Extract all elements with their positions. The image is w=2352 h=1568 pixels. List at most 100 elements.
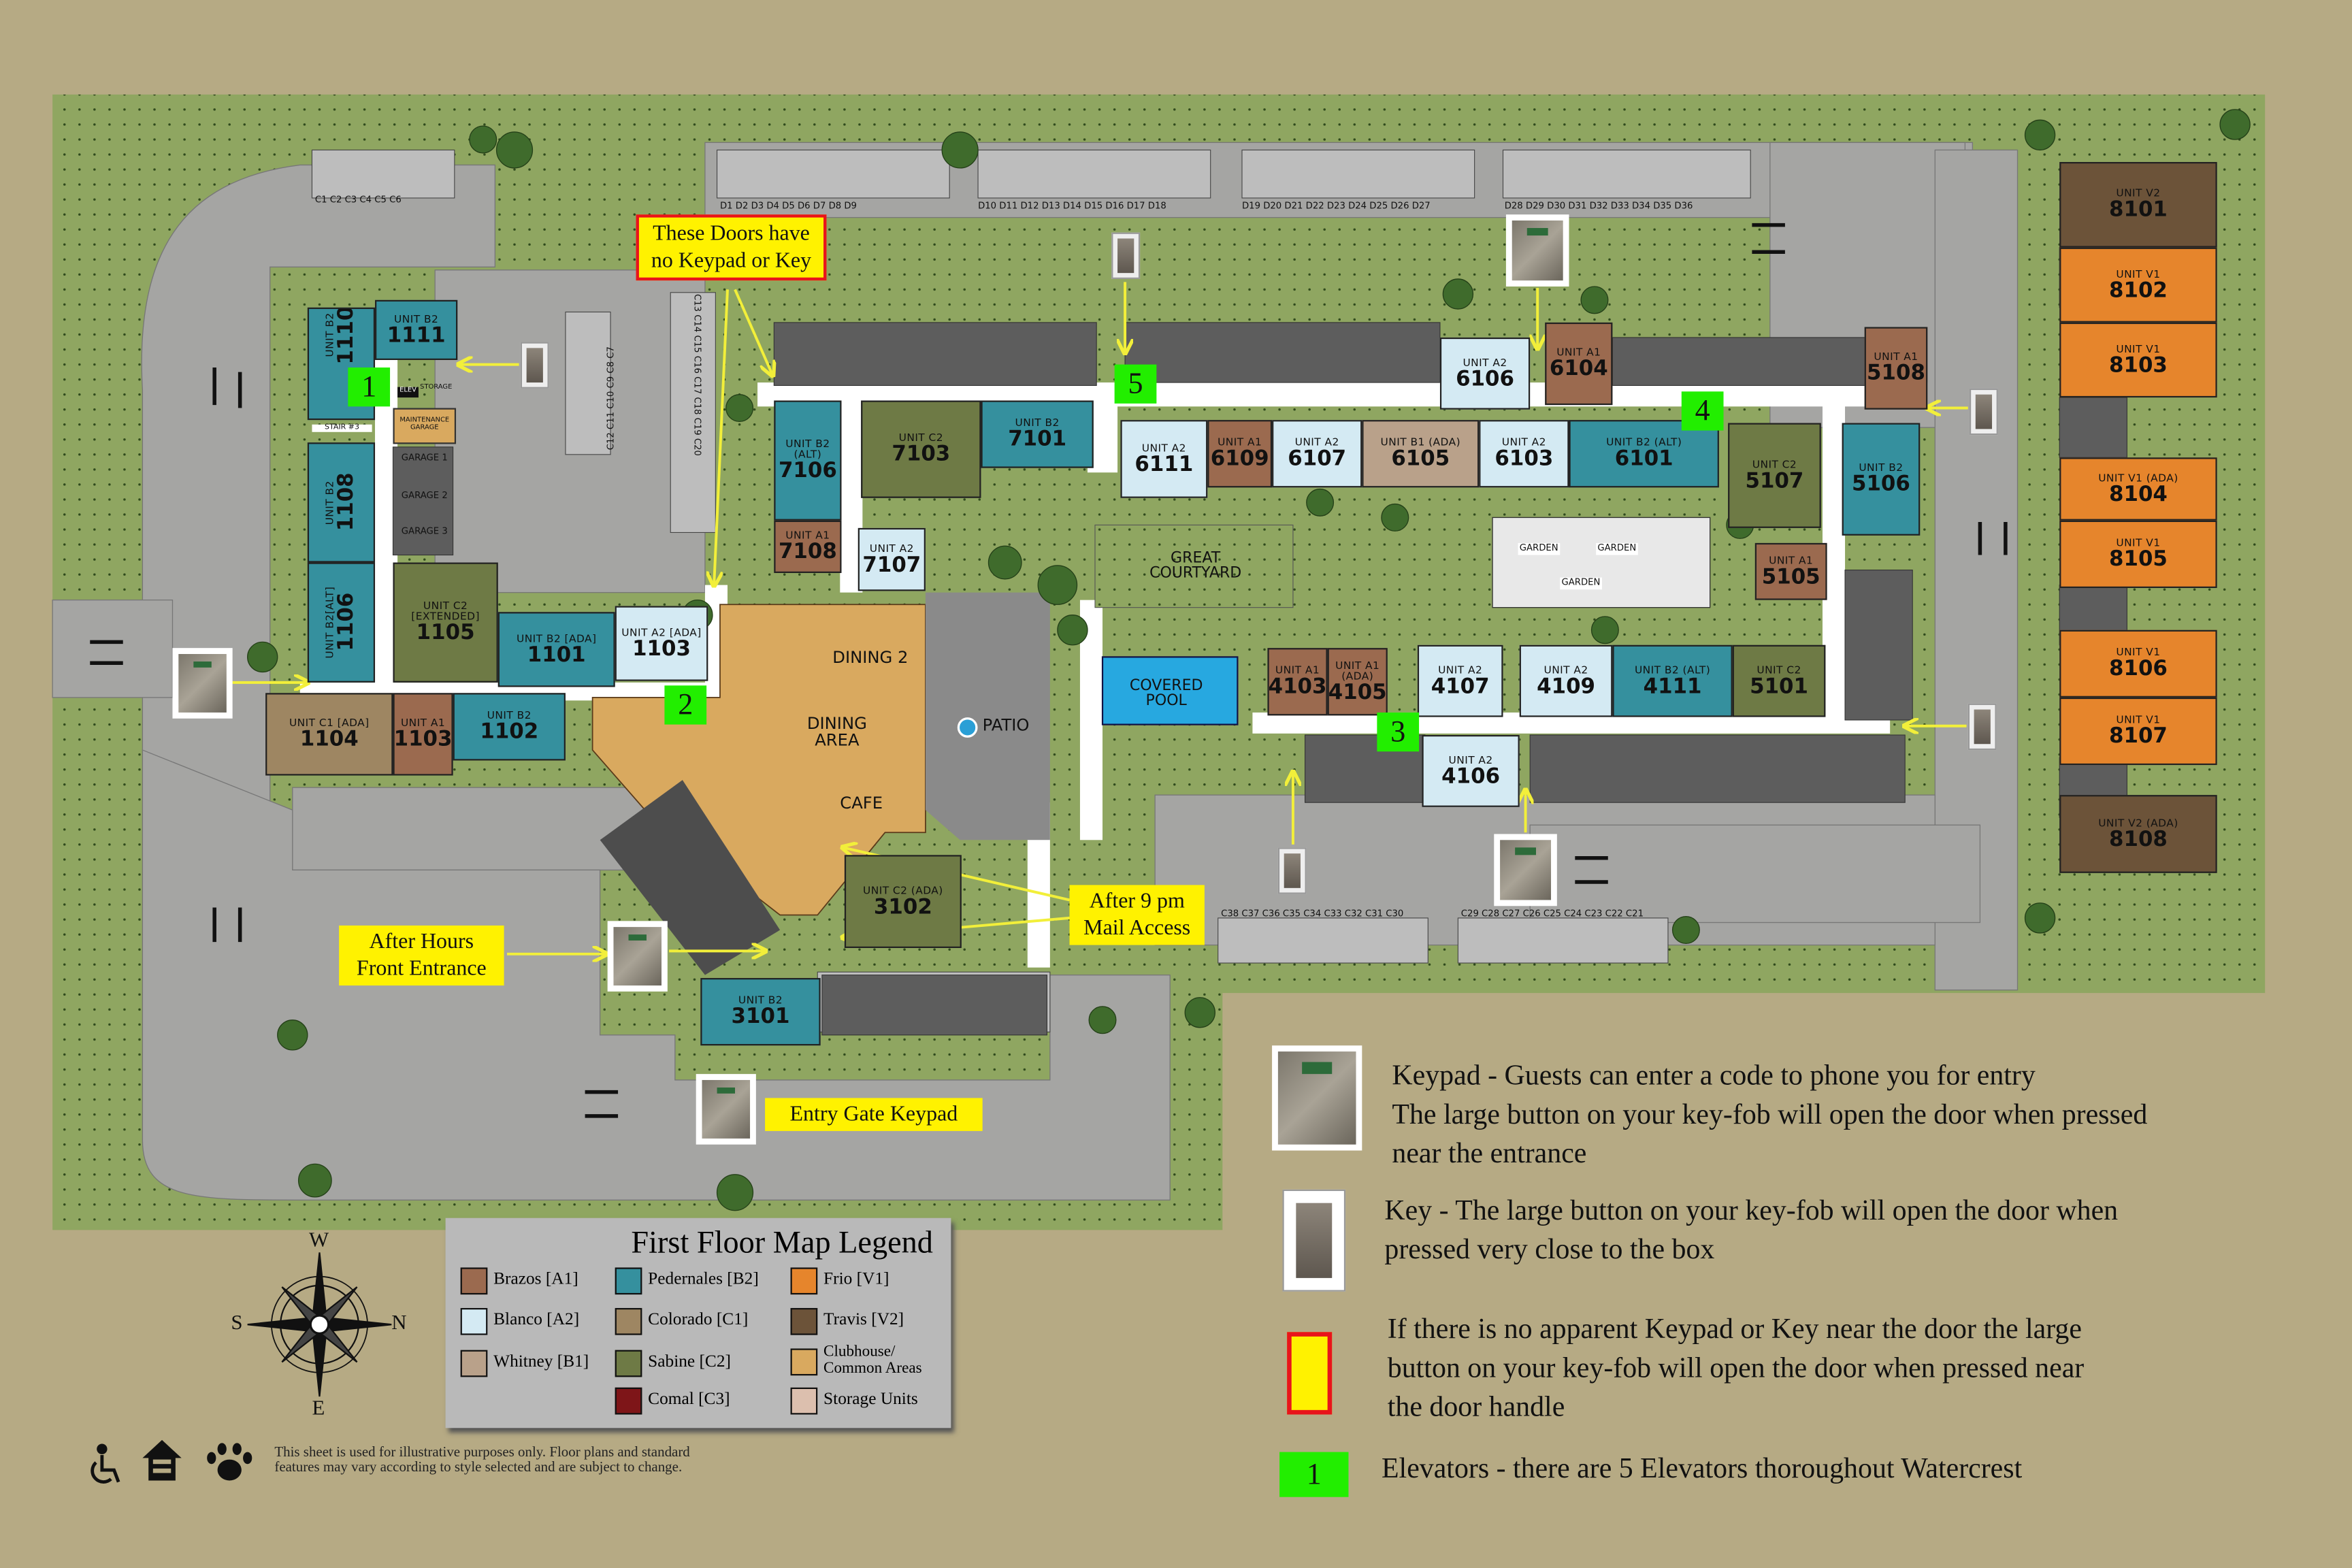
unit-number: 1103 <box>393 727 453 752</box>
unit-type: UNIT A2 <box>1463 356 1507 369</box>
disclaimer-line: This sheet is used for illustrative purp… <box>274 1446 690 1461</box>
unit-number: 8102 <box>2108 278 2168 303</box>
parking-labels: C38 C37 C36 C35 C34 C33 C32 C31 C30 <box>1221 909 1404 920</box>
legend-swatch <box>790 1267 818 1295</box>
no-keypad-text: the door handle <box>1387 1392 1565 1424</box>
unit-number: 1106 <box>334 593 359 652</box>
unit-number: 7106 <box>778 459 837 483</box>
unit-number: 1101 <box>527 642 586 667</box>
keypad-legend-icon <box>1272 1045 1362 1151</box>
compass-north: N <box>391 1312 407 1335</box>
storage-label: STORAGE <box>420 384 453 392</box>
key-text: Key - The large button on your key-fob w… <box>1384 1195 2119 1227</box>
unit-number: 5105 <box>1761 564 1820 589</box>
unit-number: 1102 <box>480 719 539 745</box>
no-keypad-callout: These Doors have no Keypad or Key <box>636 214 827 281</box>
entry-gate-callout: Entry Gate Keypad <box>765 1098 983 1132</box>
paw-icon <box>207 1443 252 1481</box>
unit-number: 4109 <box>1537 674 1596 699</box>
unit-1105: UNIT C2 [EXTENDED]1105 <box>393 562 498 683</box>
legend-item-st: Storage Units <box>790 1387 918 1415</box>
cafe-label: CAFE <box>840 793 883 813</box>
unit-number: 4106 <box>1441 764 1501 789</box>
unit-number: 1110 <box>334 307 359 365</box>
unit-type: UNIT A2 [ADA] <box>621 626 702 638</box>
legend-title: First Floor Map Legend <box>631 1224 933 1260</box>
keypad-icon <box>1505 214 1569 287</box>
maintenance-garage: MAINTENANCE GARAGE <box>393 408 457 444</box>
unit-number: 1111 <box>387 323 446 348</box>
unit-type: UNIT B2 (ALT) <box>1634 664 1711 676</box>
elevator-5: 5 <box>1114 364 1157 404</box>
unit-type: UNIT A2 <box>1501 436 1546 449</box>
unit-type: UNIT V1 <box>2116 342 2161 355</box>
unit-type: UNIT V2 (ADA) <box>2098 817 2178 829</box>
unit-number: 6101 <box>1614 446 1673 472</box>
courtyard-label: GREAT COURTYARD <box>1149 550 1242 583</box>
legend-label: Brazos [A1] <box>493 1271 578 1289</box>
keypad-text: Keypad - Guests can enter a code to phon… <box>1392 1060 2036 1092</box>
parking-labels: C29 C28 C27 C26 C25 C24 C23 C22 C21 <box>1460 909 1644 920</box>
no-keypad-description: If there is no apparent Keypad or Key ne… <box>1388 1311 2084 1428</box>
legend-item-v1: Frio [V1] <box>790 1267 889 1295</box>
unit-type: UNIT A2 <box>1438 664 1483 676</box>
unit-number: 1104 <box>299 727 359 752</box>
legend-swatch <box>790 1307 818 1335</box>
legend-label: Clubhouse/ Common Areas <box>823 1343 922 1377</box>
unit-type: UNIT A1 <box>1874 350 1918 363</box>
unit-type: UNIT C2 <box>1752 458 1797 470</box>
disclaimer: This sheet is used for illustrative purp… <box>274 1446 689 1476</box>
unit-type: UNIT B2 <box>1859 461 1904 474</box>
unit-type: UNIT V1 <box>2116 646 2161 659</box>
unit-6101: UNIT B2 (ALT)6101 <box>1569 420 1719 488</box>
unit-type: UNIT C1 [ADA] <box>289 717 370 730</box>
wheelchair-icon <box>91 1443 120 1484</box>
unit-4111: UNIT B2 (ALT)4111 <box>1612 644 1733 717</box>
unit-number: 7108 <box>778 540 837 564</box>
parking-labels: D19 D20 D21 D22 D23 D24 D25 D26 D27 <box>1241 201 1431 212</box>
unit-type: UNIT A1 <box>1769 554 1814 567</box>
elevator-1: 1 <box>348 368 391 407</box>
unit-number: 6109 <box>1210 446 1269 472</box>
unit-number: 7101 <box>1008 427 1067 452</box>
unit-type: UNIT B2 <box>487 709 532 722</box>
unit-type: UNIT B2 <box>738 994 783 1007</box>
unit-7106: UNIT B2 (ALT)7106 <box>774 400 842 521</box>
legend-label: Colorado [C1] <box>648 1311 749 1330</box>
key-icon <box>1969 388 1998 436</box>
unit-type: UNIT A2 <box>1544 664 1588 676</box>
mail-access-callout: After 9 pm Mail Access <box>1069 885 1205 946</box>
unit-8104: UNIT V1 (ADA)8104 <box>2059 457 2217 521</box>
unit-number: 8101 <box>2108 197 2168 223</box>
front-entrance-callout: After Hours Front Entrance <box>339 925 504 986</box>
legend-item-b1: Whitney [B1] <box>460 1350 589 1377</box>
unit-type: UNIT C2 <box>1757 664 1801 676</box>
unit-number: 5101 <box>1750 674 1809 699</box>
unit-number: 8103 <box>2108 353 2168 378</box>
patio-area <box>925 592 1050 840</box>
unit-number: 7107 <box>862 553 921 577</box>
unit-type: UNIT C2 <box>898 431 943 444</box>
key-legend-icon <box>1282 1189 1346 1292</box>
unit-type: UNIT V1 (ADA) <box>2098 472 2178 484</box>
unit-type: UNIT C2 (ADA) <box>863 884 943 896</box>
keypad-icon <box>607 921 668 992</box>
unit-type: UNIT A1 <box>1556 346 1601 359</box>
unit-number: 5106 <box>1851 472 1910 497</box>
